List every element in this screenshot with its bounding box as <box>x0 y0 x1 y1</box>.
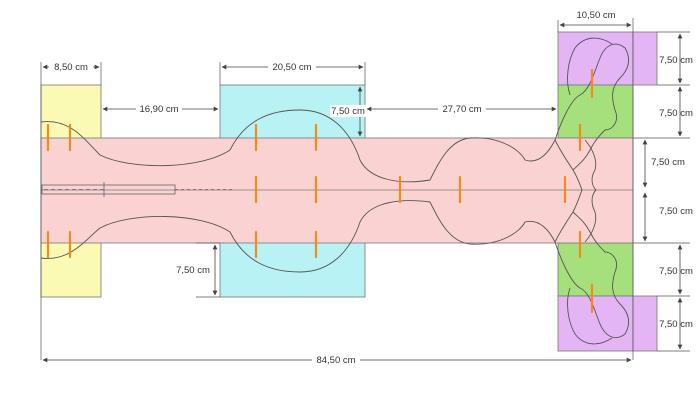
label-right-mid-top: 7,50 cm <box>651 157 685 168</box>
right-purple-top-ext <box>632 31 658 86</box>
label-right-block-width: 10,50 cm <box>576 10 615 21</box>
label-right-bottom-purple: 7,50 cm <box>659 319 693 330</box>
label-right-mid-bottom: 7,50 cm <box>659 206 693 217</box>
extension-lines <box>40 18 690 360</box>
label-cyan-width: 20,50 cm <box>272 62 311 73</box>
label-yellow-width: 8,50 cm <box>54 62 88 73</box>
label-cyan-top-height: 7,50 cm <box>331 106 365 117</box>
right-purple-bottom-ext <box>632 295 658 352</box>
label-cyan-bottom-height: 7,50 cm <box>176 265 210 276</box>
dimension-labels: 8,50 cm 16,90 cm 20,50 cm 7,50 cm 27,70 … <box>49 9 693 366</box>
stitch-marks <box>46 68 594 314</box>
needle-marker <box>41 182 235 197</box>
label-total-length: 84,50 cm <box>316 355 355 366</box>
outline-curve <box>40 37 630 345</box>
label-right-top-purple: 7,50 cm <box>659 55 693 66</box>
label-gap-cyan-green: 27,70 cm <box>442 104 481 115</box>
right-purple-top <box>557 31 634 86</box>
label-right-bottom-green: 7,50 cm <box>659 266 693 277</box>
pink-band <box>40 137 634 244</box>
label-gap-yellow-cyan: 16,90 cm <box>139 104 178 115</box>
right-green-bottom <box>557 242 634 297</box>
right-purple-bottom <box>557 295 634 352</box>
right-green-top <box>557 84 634 139</box>
label-right-top-green: 7,50 cm <box>659 108 693 119</box>
